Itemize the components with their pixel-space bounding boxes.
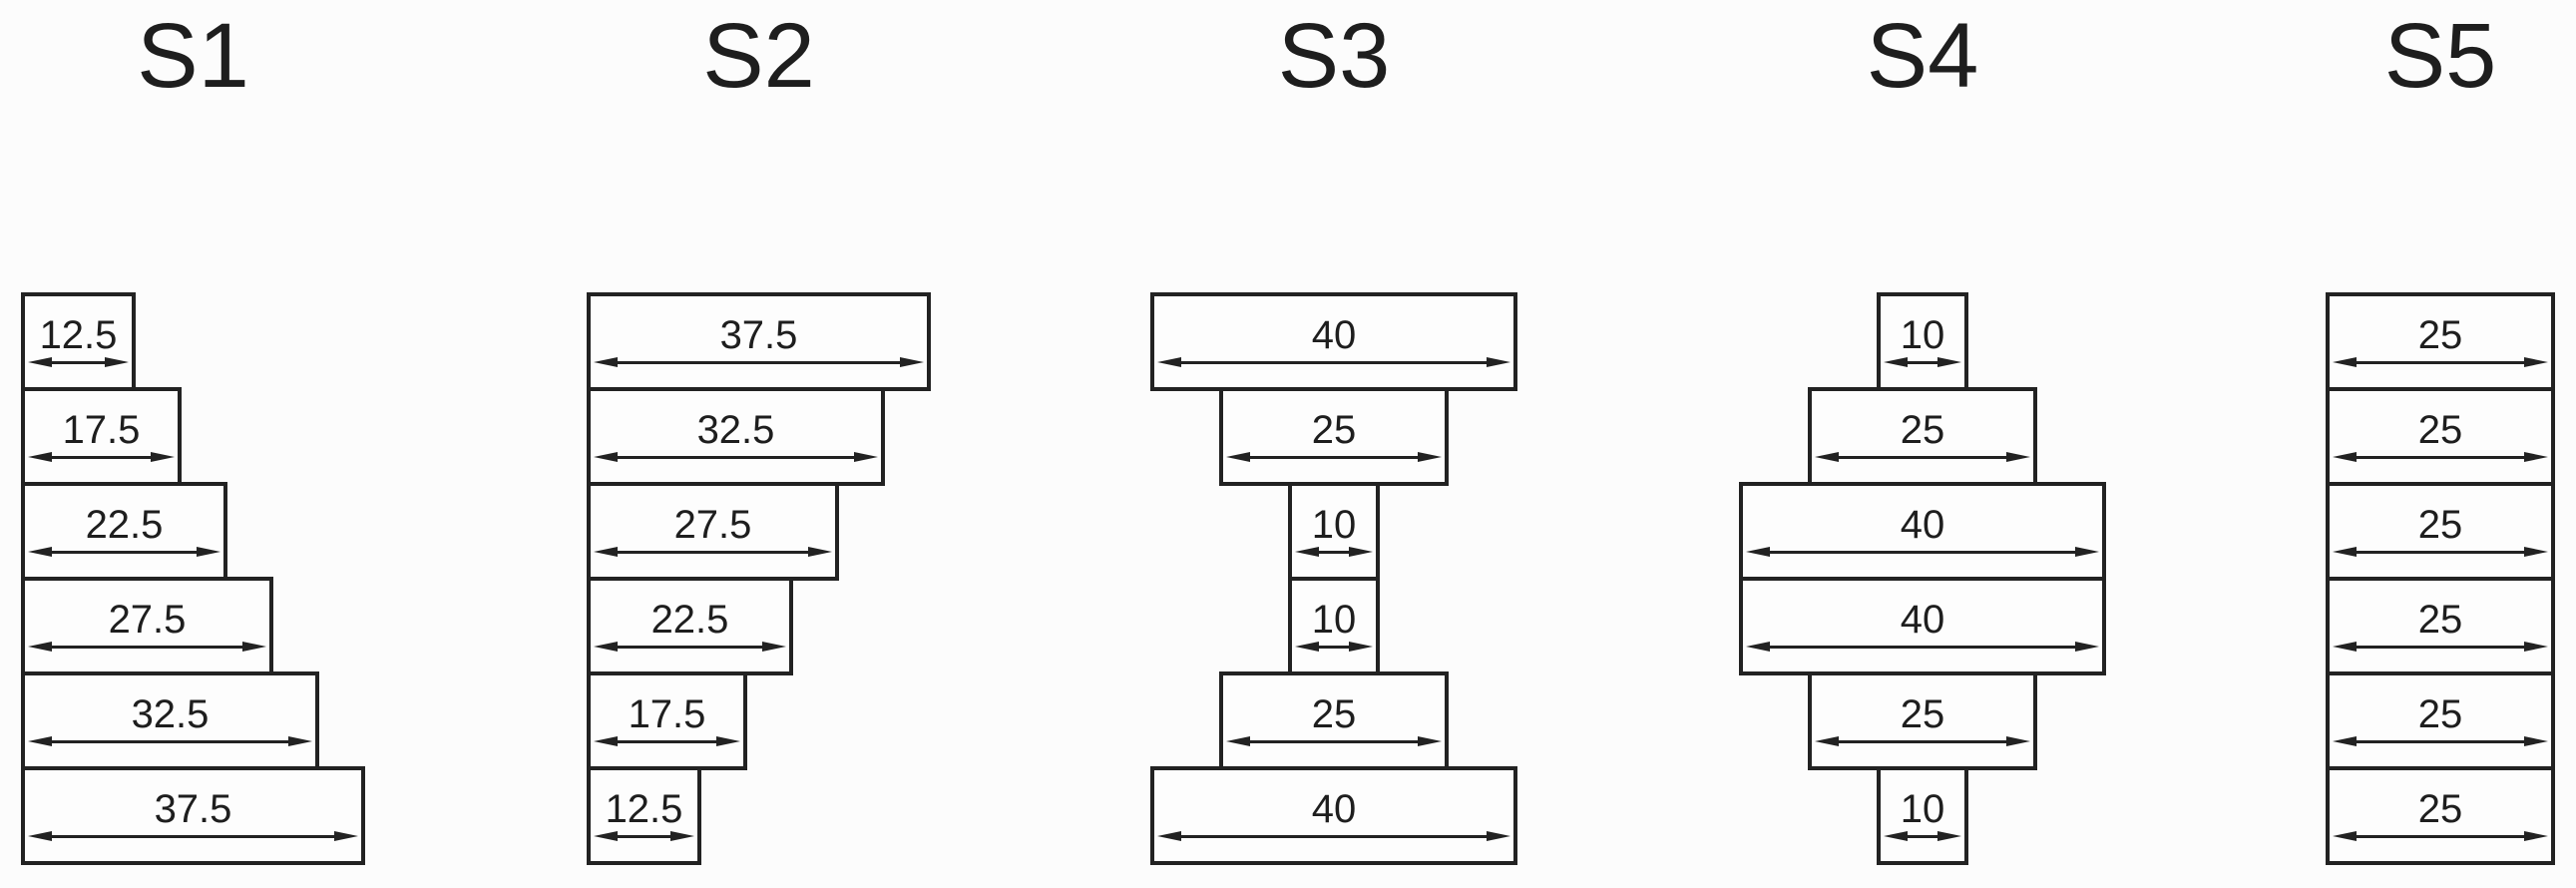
section-title: S4 xyxy=(1866,5,1979,107)
bar-width-label: 10 xyxy=(1311,503,1357,547)
bar-width-label: 25 xyxy=(1311,692,1357,736)
width-arrow xyxy=(1815,451,2030,463)
bar: 25 xyxy=(2326,292,2555,391)
bar: 25 xyxy=(1219,671,1449,770)
width-arrow xyxy=(1746,546,2099,558)
bar-width-label: 32.5 xyxy=(696,408,775,452)
bar-width-label: 25 xyxy=(2417,787,2463,831)
bar: 10 xyxy=(1877,766,1968,865)
bar: 40 xyxy=(1150,292,1517,391)
section-title: S5 xyxy=(2383,5,2497,107)
bar: 37.5 xyxy=(21,766,365,865)
bar-width-label: 10 xyxy=(1311,598,1357,642)
width-arrow xyxy=(1157,356,1510,368)
bar: 22.5 xyxy=(587,577,793,675)
width-arrow xyxy=(1226,735,1442,747)
bar-width-label: 40 xyxy=(1311,787,1357,831)
bar-width-label: 37.5 xyxy=(719,313,798,357)
bar: 25 xyxy=(2326,671,2555,770)
bar: 25 xyxy=(2326,577,2555,675)
bar: 32.5 xyxy=(21,671,319,770)
bar-width-label: 10 xyxy=(1900,787,1945,831)
width-arrow xyxy=(594,830,694,842)
bar-width-label: 25 xyxy=(2417,503,2463,547)
bar: 17.5 xyxy=(587,671,747,770)
width-arrow xyxy=(2333,451,2548,463)
bar-width-label: 37.5 xyxy=(154,787,232,831)
width-arrow xyxy=(594,546,832,558)
bar: 10 xyxy=(1288,577,1380,675)
bar-width-label: 25 xyxy=(2417,692,2463,736)
bar-width-label: 40 xyxy=(1900,598,1945,642)
bar-width-label: 22.5 xyxy=(85,503,164,547)
width-arrow xyxy=(28,641,266,653)
bar-width-label: 25 xyxy=(1311,408,1357,452)
section-title: S3 xyxy=(1277,5,1391,107)
width-arrow xyxy=(28,830,358,842)
bar: 12.5 xyxy=(587,766,701,865)
width-arrow xyxy=(28,735,312,747)
bar-width-label: 12.5 xyxy=(605,787,683,831)
width-arrow xyxy=(28,451,175,463)
bar-width-label: 10 xyxy=(1900,313,1945,357)
bar: 40 xyxy=(1739,482,2106,581)
bar-width-label: 25 xyxy=(2417,408,2463,452)
section-title: S2 xyxy=(702,5,815,107)
bar: 25 xyxy=(2326,387,2555,486)
bar: 32.5 xyxy=(587,387,885,486)
bar-width-label: 22.5 xyxy=(650,598,729,642)
bar-width-label: 25 xyxy=(2417,598,2463,642)
bar-width-label: 25 xyxy=(1900,408,1945,452)
bar-width-label: 25 xyxy=(2417,313,2463,357)
width-arrow xyxy=(1884,356,1961,368)
width-arrow xyxy=(28,546,220,558)
bar-width-label: 27.5 xyxy=(673,503,752,547)
width-arrow xyxy=(594,356,924,368)
bar-width-label: 17.5 xyxy=(628,692,706,736)
bar: 40 xyxy=(1150,766,1517,865)
width-arrow xyxy=(1157,830,1510,842)
width-arrow xyxy=(1746,641,2099,653)
width-arrow xyxy=(2333,830,2548,842)
bar-width-label: 40 xyxy=(1311,313,1357,357)
section-title: S1 xyxy=(137,5,249,107)
bar-width-label: 12.5 xyxy=(39,313,118,357)
width-arrow xyxy=(1884,830,1961,842)
width-arrow xyxy=(594,451,878,463)
width-arrow xyxy=(1295,641,1373,653)
bar: 27.5 xyxy=(587,482,839,581)
bar: 25 xyxy=(2326,482,2555,581)
bar: 12.5 xyxy=(21,292,136,391)
bar: 25 xyxy=(2326,766,2555,865)
bar-width-label: 40 xyxy=(1900,503,1945,547)
width-arrow xyxy=(1226,451,1442,463)
width-arrow xyxy=(2333,641,2548,653)
bar-width-label: 27.5 xyxy=(108,598,187,642)
width-arrow xyxy=(28,356,129,368)
bar-width-label: 17.5 xyxy=(62,408,141,452)
bar: 40 xyxy=(1739,577,2106,675)
bar: 27.5 xyxy=(21,577,273,675)
width-arrow xyxy=(594,735,740,747)
bar: 37.5 xyxy=(587,292,931,391)
bar-width-label: 32.5 xyxy=(131,692,210,736)
bar-width-label: 25 xyxy=(1900,692,1945,736)
bar: 10 xyxy=(1288,482,1380,581)
width-arrow xyxy=(1295,546,1373,558)
width-arrow xyxy=(594,641,786,653)
width-arrow xyxy=(2333,546,2548,558)
width-arrow xyxy=(2333,735,2548,747)
width-arrow xyxy=(1815,735,2030,747)
width-arrow xyxy=(2333,356,2548,368)
